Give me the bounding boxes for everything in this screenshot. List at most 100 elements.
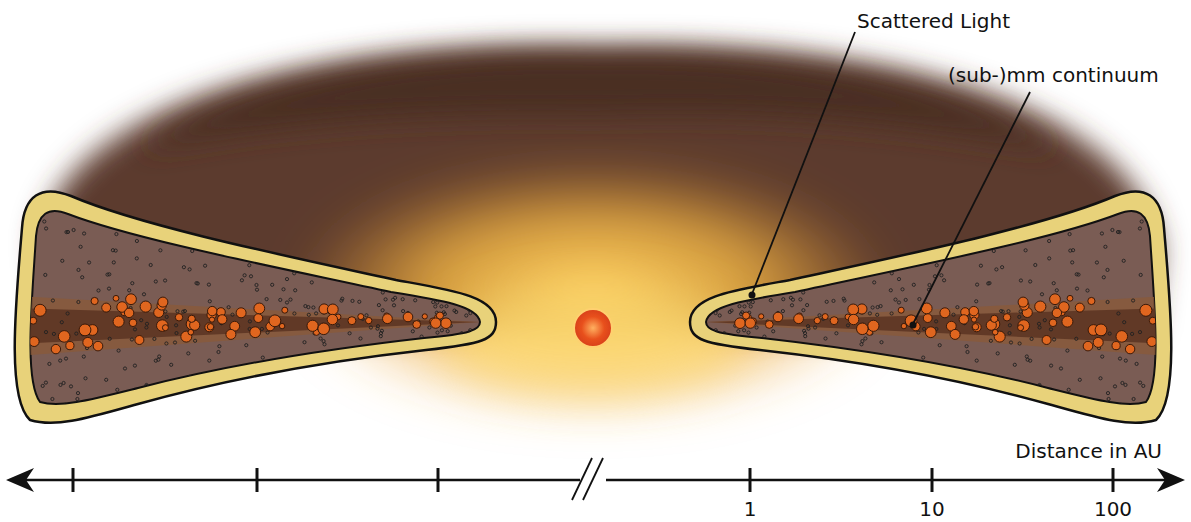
large-grain	[1018, 325, 1024, 331]
dust-grain	[1048, 257, 1051, 260]
dust-grain	[782, 298, 785, 301]
disk-half	[690, 191, 1171, 430]
axis-tick-label: 1	[744, 498, 757, 520]
dust-grain	[868, 312, 871, 315]
dust-grain	[1131, 332, 1134, 335]
dust-grain	[997, 383, 1000, 386]
dust-grain	[846, 324, 849, 327]
dust-grain	[880, 359, 883, 362]
dust-grain	[1080, 397, 1083, 400]
dust-grain	[1123, 321, 1126, 324]
dust-grain	[904, 298, 907, 301]
dust-grain	[1135, 362, 1138, 365]
dust-grain	[989, 339, 992, 342]
dust-grain	[791, 298, 794, 301]
dust-grain	[894, 298, 897, 301]
axis-tick-label: 10	[919, 498, 944, 520]
dust-grain	[1113, 385, 1116, 388]
dust-grain	[807, 327, 810, 330]
dust-grain	[1155, 420, 1158, 423]
dust-grain	[1052, 402, 1055, 405]
large-grain	[923, 314, 932, 323]
large-grain	[794, 314, 804, 324]
dust-grain	[1000, 310, 1003, 313]
dust-grain	[1075, 287, 1078, 290]
dust-grain	[1106, 300, 1109, 303]
dust-grain	[1040, 293, 1043, 296]
dust-grain	[1034, 263, 1037, 266]
dust-grain	[714, 312, 717, 315]
dust-grain	[1072, 249, 1075, 252]
dust-grain	[1053, 338, 1056, 341]
dust-grain	[923, 327, 926, 330]
dust-grain	[743, 329, 746, 332]
dust-grain	[1038, 385, 1041, 388]
dust-grain	[880, 341, 883, 344]
dust-grain	[1124, 359, 1127, 362]
large-grain	[992, 329, 998, 335]
large-grain	[1003, 314, 1010, 321]
dust-grain	[1075, 273, 1078, 276]
dust-grain	[1102, 276, 1105, 279]
dust-grain	[818, 314, 821, 317]
dust-grain	[1018, 342, 1021, 345]
dust-grain	[1157, 259, 1160, 262]
dust-grain	[803, 329, 806, 332]
dust-grain	[1007, 310, 1010, 313]
axis-break	[572, 458, 606, 500]
dust-grain	[861, 340, 864, 343]
large-grain	[822, 314, 828, 320]
dust-grain	[1132, 397, 1135, 400]
disk-surface	[690, 191, 1171, 422]
dust-grain	[715, 308, 718, 311]
dust-grain	[749, 305, 752, 308]
large-grain	[1116, 331, 1128, 343]
star	[574, 309, 612, 347]
dust-grain	[1108, 332, 1111, 335]
annotation-label: Scattered Light	[857, 10, 1010, 32]
dust-grain	[1037, 322, 1040, 325]
dust-grain	[1022, 384, 1025, 387]
dust-grain	[935, 320, 938, 323]
dust-grain	[814, 326, 817, 329]
dust-grain	[976, 283, 979, 286]
dust-grain	[1090, 413, 1093, 416]
dust-grain	[917, 331, 920, 334]
dust-grain	[922, 356, 925, 359]
large-grain	[925, 327, 936, 338]
large-grain	[848, 304, 859, 315]
dust-grain	[1057, 398, 1060, 401]
dust-grain	[1073, 407, 1076, 410]
dust-grain	[1111, 228, 1114, 231]
dust-grain	[935, 365, 938, 368]
large-grain	[971, 317, 976, 322]
leader-dot	[910, 322, 917, 329]
dust-grain	[1059, 367, 1062, 370]
dust-grain	[943, 279, 946, 282]
dust-grain	[1050, 364, 1053, 367]
dust-grain	[1066, 349, 1069, 352]
dust-grain	[1056, 401, 1059, 404]
dust-grain	[986, 387, 989, 390]
axis-tick-label: 100	[1094, 498, 1132, 520]
dust-grain	[781, 343, 784, 346]
dust-grain	[802, 309, 805, 312]
dust-grain	[1049, 328, 1052, 331]
dust-grain	[864, 337, 867, 340]
dust-grain	[1119, 403, 1122, 406]
dust-grain	[1104, 245, 1107, 248]
dust-grain	[1055, 289, 1058, 292]
dust-grain	[866, 355, 869, 358]
dust-grain	[1152, 428, 1155, 431]
dust-grain	[995, 268, 998, 271]
dust-grain	[1048, 239, 1051, 242]
dust-grain	[1068, 233, 1071, 236]
dust-grain	[781, 310, 784, 313]
dust-grain	[983, 384, 986, 387]
large-grain	[1050, 294, 1061, 305]
dust-grain	[763, 335, 766, 338]
large-grain	[972, 324, 978, 330]
dust-grain	[966, 350, 969, 353]
large-grain	[972, 323, 981, 332]
dust-grain	[738, 305, 741, 308]
